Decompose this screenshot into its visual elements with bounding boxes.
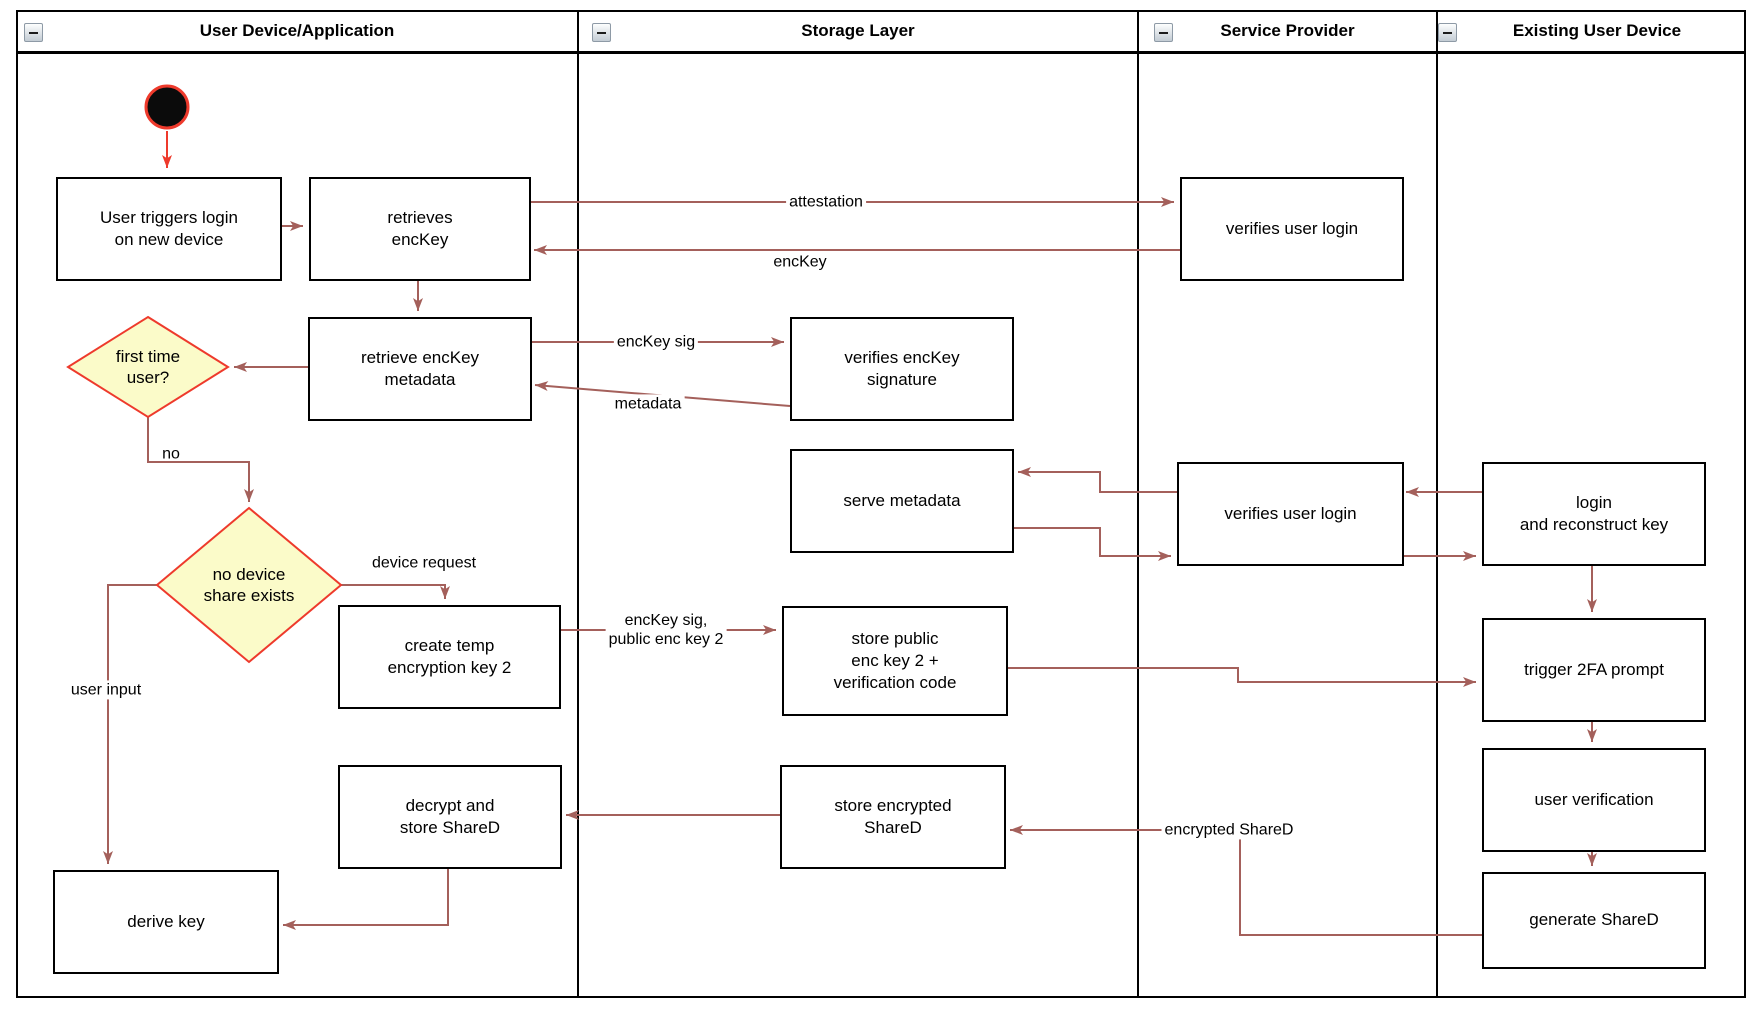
edge-no-branch[interactable] (147, 417, 254, 502)
decision-no-device-share[interactable] (155, 506, 343, 664)
activity-verifies-enckey-signature[interactable]: verifies encKey signature (790, 317, 1014, 421)
edge-decrypt-to-derive[interactable] (283, 865, 449, 930)
edge-user-input[interactable] (103, 584, 157, 864)
lane-title: User Device/Application (199, 20, 395, 40)
minus-icon (1159, 31, 1168, 34)
edge-label-metadata[interactable]: metadata (611, 394, 685, 414)
edge-label-device-request[interactable]: device request (371, 554, 477, 572)
edge-label-no[interactable]: no (162, 445, 180, 463)
minus-icon (29, 31, 38, 34)
edge-encrypted-shared[interactable] (1010, 825, 1482, 936)
edge-label-enckey[interactable]: encKey (773, 253, 827, 271)
lane-header-service-provider[interactable]: Service Provider (1138, 10, 1437, 51)
activity-store-encrypted-shared[interactable]: store encrypted ShareD (780, 765, 1006, 869)
activity-login-reconstruct-key[interactable]: login and reconstruct key (1482, 462, 1706, 566)
edge-label-attestation[interactable]: attestation (786, 192, 866, 212)
lane-header-existing-user-device[interactable]: Existing User Device (1448, 10, 1746, 51)
edge-label-encrypted-shared[interactable]: encrypted ShareD (1161, 820, 1297, 840)
activity-user-triggers-login[interactable]: User triggers login on new device (56, 177, 282, 281)
edge-label-user-input[interactable]: user input (67, 680, 145, 700)
activity-generate-shared[interactable]: generate ShareD (1482, 872, 1706, 969)
lane-title: Service Provider (1220, 20, 1355, 40)
activity-serve-metadata[interactable]: serve metadata (790, 449, 1014, 553)
activity-retrieves-enckey[interactable]: retrieves encKey (309, 177, 531, 281)
decision-first-time-user-label: first time user? (115, 346, 181, 387)
lane-header-user-device[interactable]: User Device/Application (16, 10, 578, 51)
lane-title: Storage Layer (801, 20, 915, 40)
activity-derive-key[interactable]: derive key (53, 870, 279, 974)
collapse-lane-icon[interactable] (24, 23, 43, 42)
lane-divider-2 (1137, 10, 1139, 998)
edge-serve-metadata-to-verifies[interactable] (1012, 527, 1171, 561)
activity-create-temp-key2[interactable]: create temp encryption key 2 (338, 605, 561, 709)
edge-label-enckey-sig[interactable]: encKey sig (613, 332, 699, 352)
collapse-lane-icon[interactable] (1438, 23, 1457, 42)
activity-verifies-user-login-mid[interactable]: verifies user login (1177, 462, 1404, 566)
minus-icon (597, 31, 606, 34)
activity-trigger-2fa[interactable]: trigger 2FA prompt (1482, 618, 1706, 722)
decision-no-device-share-label: no device share exists (203, 564, 295, 605)
activity-store-public-enc-key2[interactable]: store public enc key 2 + verification co… (782, 606, 1008, 716)
lane-title: Existing User Device (1512, 20, 1682, 40)
lane-divider-3 (1436, 10, 1438, 998)
edge-store-to-2fa[interactable] (1004, 667, 1476, 687)
minus-icon (1443, 31, 1452, 34)
activity-retrieve-enckey-metadata[interactable]: retrieve encKey metadata (308, 317, 532, 421)
header-underline (16, 51, 1746, 54)
lane-header-storage-layer[interactable]: Storage Layer (578, 10, 1138, 51)
collapse-lane-icon[interactable] (1154, 23, 1173, 42)
initial-node[interactable] (144, 84, 190, 130)
activity-user-verification[interactable]: user verification (1482, 748, 1706, 852)
edge-verifies-to-serve-metadata[interactable] (1018, 467, 1177, 493)
edge-label-enckey-sig-public-key2[interactable]: encKey sig, public enc key 2 (605, 610, 727, 650)
collapse-lane-icon[interactable] (592, 23, 611, 42)
edge-device-request[interactable] (341, 584, 450, 599)
activity-verifies-user-login-top[interactable]: verifies user login (1180, 177, 1404, 281)
lane-divider-1 (577, 10, 579, 998)
decision-first-time-user[interactable] (66, 315, 230, 419)
activity-decrypt-store-shared[interactable]: decrypt and store ShareD (338, 765, 562, 869)
